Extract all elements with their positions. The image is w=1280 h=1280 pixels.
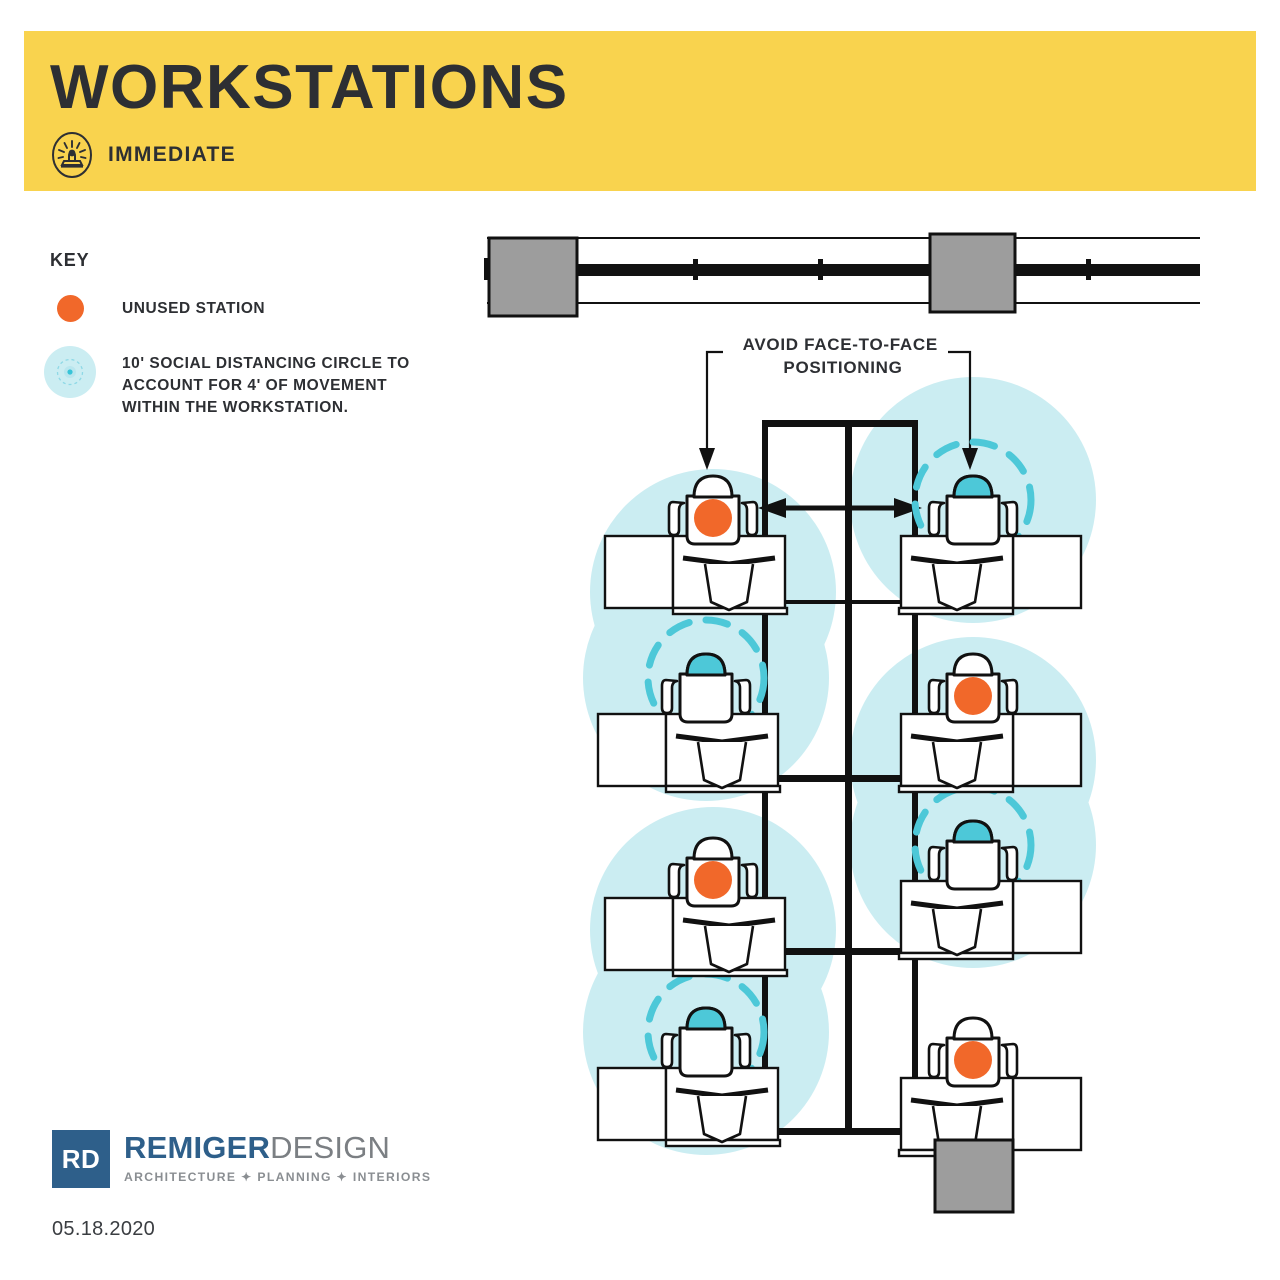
key-swatch-social-circle	[44, 344, 122, 400]
movement-circle-ws-2	[911, 438, 1035, 562]
unused-station-dot-ws-1	[694, 499, 732, 537]
workstation-ws-7[interactable]	[598, 1006, 780, 1146]
social-distancing-circles	[583, 377, 1096, 1155]
workstation-ws-3[interactable]	[598, 652, 780, 792]
logo-mark-rd: RD	[52, 1130, 110, 1188]
phase-row: IMMEDIATE	[50, 131, 236, 179]
logo-name: REMIGERDESIGN	[124, 1132, 431, 1163]
orange-dot-icon	[57, 295, 84, 322]
logo-tagline: ARCHITECTURE ✦ PLANNING ✦ INTERIORS	[124, 1170, 432, 1184]
logo-wordmark: REMIGERDESIGN ARCHITECTURE ✦ PLANNING ✦ …	[124, 1130, 431, 1184]
key-item-unused-station: UNUSED STATION	[50, 295, 450, 322]
social-circle-ws-4	[850, 637, 1096, 883]
company-logo: RD REMIGERDESIGN ARCHITECTURE ✦ PLANNING…	[52, 1130, 472, 1188]
social-circle-ws-6	[850, 722, 1096, 968]
unused-station-dot-ws-8	[954, 1041, 992, 1079]
stamp-icon	[50, 131, 94, 179]
column-block-right	[928, 232, 1017, 314]
social-circle-ws-3	[583, 555, 829, 801]
key-swatch-unused	[50, 295, 122, 322]
key-legend: KEY UNUSED STATION 10' SOCIAL DISTANCING…	[44, 250, 450, 441]
phase-label: IMMEDIATE	[108, 143, 236, 166]
page-title: WORKSTATIONS	[50, 53, 569, 122]
column-block-bottom	[933, 1138, 1015, 1214]
annotation-line-2: POSITIONING	[783, 358, 902, 377]
key-label-unused-station: UNUSED STATION	[122, 300, 266, 317]
key-heading: KEY	[50, 250, 90, 270]
key-label-social-distancing: 10' SOCIAL DISTANCING CIRCLE TO ACCOUNT …	[122, 355, 410, 416]
workstation-ws-1[interactable]	[605, 474, 787, 614]
movement-circle-ws-6	[911, 783, 1035, 907]
social-distancing-circle-icon	[42, 344, 98, 400]
annotation-leaders	[699, 350, 978, 470]
column-block-left	[487, 236, 579, 318]
workstation-ws-5[interactable]	[605, 836, 787, 976]
header-band: WORKSTATIONS	[24, 31, 1256, 191]
key-item-social-distancing: 10' SOCIAL DISTANCING CIRCLE TO ACCOUNT …	[44, 344, 450, 419]
workstation-ws-4[interactable]	[899, 652, 1081, 792]
social-circle-ws-5	[590, 807, 836, 1053]
unused-station-dot-ws-5	[694, 861, 732, 899]
movement-dashed-circles	[644, 438, 1035, 1094]
social-circle-ws-2	[850, 377, 1096, 623]
workstation-ws-6[interactable]	[899, 819, 1081, 959]
logo-name-primary: REMIGER	[124, 1130, 271, 1165]
corridor-width-arrow	[758, 498, 922, 518]
footer: RD REMIGERDESIGN ARCHITECTURE ✦ PLANNING…	[52, 1130, 472, 1241]
unused-station-dot-ws-4	[954, 677, 992, 715]
movement-circle-ws-3	[644, 616, 768, 740]
workstation-ws-8[interactable]	[899, 1016, 1081, 1156]
annotation-face-to-face: AVOID FACE-TO-FACE POSITIONING	[743, 335, 944, 377]
logo-name-secondary: DESIGN	[270, 1130, 391, 1165]
annotation-line-1: AVOID FACE-TO-FACE	[743, 335, 938, 354]
workstation-ws-2[interactable]	[899, 474, 1081, 614]
social-circle-ws-1	[590, 469, 836, 715]
corridor-partitions	[762, 420, 918, 1135]
top-wall-assembly	[484, 232, 1200, 318]
movement-circle-ws-7	[644, 970, 768, 1094]
social-circle-ws-7	[583, 909, 829, 1155]
document-date: 05.18.2020	[52, 1218, 156, 1240]
